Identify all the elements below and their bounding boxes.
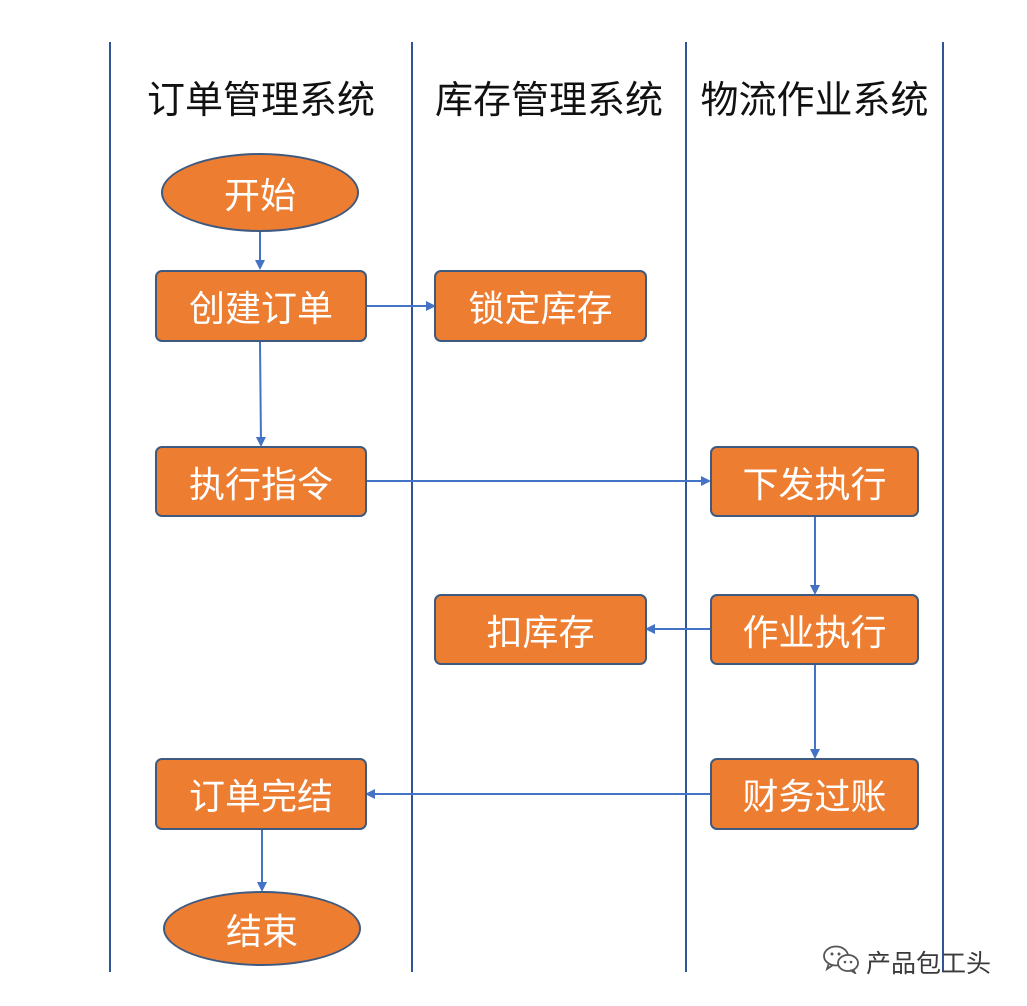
wechat-icon (822, 944, 860, 980)
lane-title-inventory: 库存管理系统 (434, 78, 663, 122)
create-order-node: 创建订单 (155, 270, 367, 342)
exec-command-node: 执行指令 (155, 446, 367, 517)
order-done-node: 订单完结 (155, 758, 367, 830)
deduct-stock-node: 扣库存 (434, 594, 647, 665)
operation-node: 作业执行 (710, 594, 919, 665)
finance-post-node: 财务过账 (710, 758, 919, 830)
lane-title-order: 订单管理系统 (146, 78, 375, 122)
start-node: 开始 (161, 153, 359, 232)
watermark: 产品包工头 (822, 944, 991, 980)
lane-title-logistics: 物流作业系统 (700, 78, 929, 122)
lock-stock-node: 锁定库存 (434, 270, 647, 342)
watermark-text: 产品包工头 (866, 949, 992, 978)
edge-create-order-exec-command (255, 341, 266, 447)
dispatch-node: 下发执行 (710, 446, 919, 517)
end-node: 结束 (163, 891, 361, 966)
